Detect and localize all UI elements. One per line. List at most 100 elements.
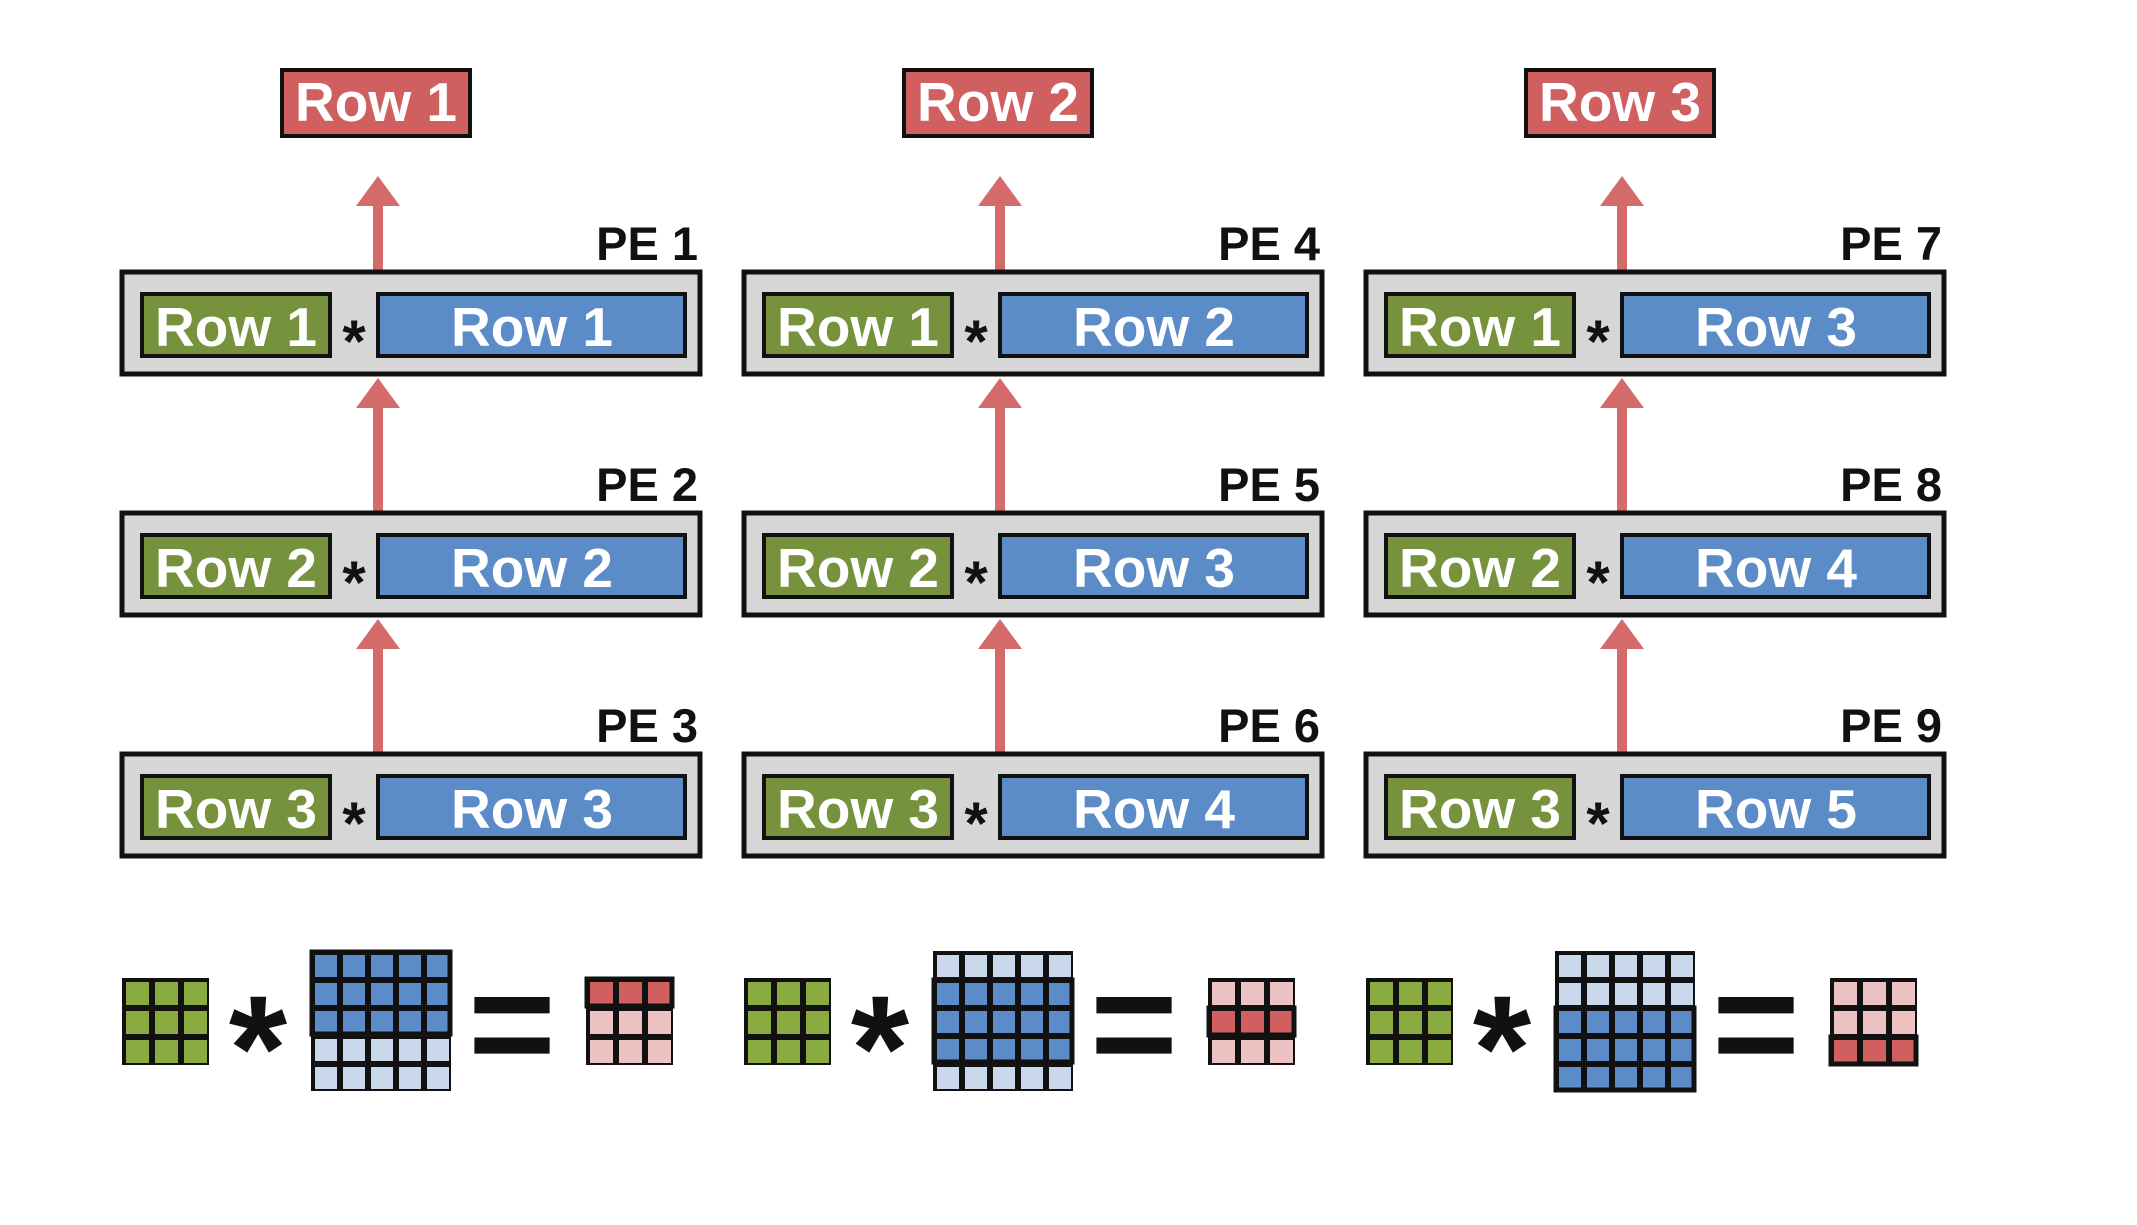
equation-1: *= — [122, 939, 675, 1132]
matrix-cell — [1615, 1011, 1637, 1033]
filter-row-text: Row 3 — [777, 778, 939, 840]
matrix-cell — [993, 1011, 1015, 1033]
output-matrix — [1206, 978, 1297, 1065]
input-row-box — [376, 292, 687, 358]
multiply-symbol: * — [342, 308, 366, 375]
matrix-cell — [937, 1039, 959, 1061]
arrow-shaft — [373, 645, 383, 754]
matrix-cell — [1615, 1067, 1637, 1089]
arrow-pe-6-to-pe-5 — [978, 619, 1022, 754]
matrix-cell — [993, 983, 1015, 1005]
multiply-symbol: * — [342, 790, 366, 857]
arrow-shaft — [1617, 404, 1627, 513]
pe-label: PE 7 — [1840, 217, 1942, 270]
input-row-text: Row 3 — [1073, 537, 1235, 599]
equals-operator: = — [468, 939, 556, 1107]
matrix-cell — [399, 983, 421, 1005]
matrix-cell — [1428, 982, 1451, 1005]
filter-row-box — [140, 774, 332, 840]
input-matrix — [1553, 951, 1697, 1093]
matrix-cell — [1241, 982, 1264, 1005]
matrix-cell — [1559, 955, 1581, 977]
input-row-text: Row 3 — [1695, 296, 1857, 358]
matrix-cell — [1671, 955, 1693, 977]
matrix-cell — [1270, 982, 1293, 1005]
matrix-cell — [777, 982, 800, 1005]
matrix-cell — [1559, 983, 1581, 1005]
filter-row-box — [762, 292, 954, 358]
matrix-cell — [1587, 1067, 1609, 1089]
matrix-cell — [1021, 1067, 1043, 1089]
matrix-cell — [1643, 1011, 1665, 1033]
multiply-operator: * — [1473, 964, 1532, 1132]
arrow-to-output-2 — [978, 176, 1022, 272]
multiply-symbol: * — [342, 549, 366, 616]
arrow-shaft — [995, 645, 1005, 754]
matrix-cell — [619, 1040, 642, 1063]
matrix-cell — [343, 1067, 365, 1089]
matrix-cell — [184, 1011, 207, 1034]
matrix-cell — [1834, 1011, 1857, 1034]
output-row-text: Row 1 — [295, 71, 457, 133]
matrix-cell — [1370, 1040, 1393, 1063]
matrix-cell — [1834, 1040, 1857, 1063]
matrix-cell — [937, 1067, 959, 1089]
output-matrix — [584, 976, 675, 1065]
matrix-cell — [399, 1011, 421, 1033]
input-row-box — [376, 533, 687, 599]
arrow-to-output-1 — [356, 176, 400, 272]
arrow-to-output-3 — [1600, 176, 1644, 272]
arrow-head — [356, 176, 400, 206]
input-row-box — [1620, 533, 1931, 599]
matrix-cell — [399, 1039, 421, 1061]
matrix-cell — [937, 1011, 959, 1033]
matrix-cell — [399, 1067, 421, 1089]
matrix-cell — [590, 1011, 613, 1034]
matrix-cell — [965, 955, 987, 977]
highlight-outline — [1828, 1034, 1919, 1067]
arrows-layer — [356, 176, 1644, 754]
input-row-box — [998, 533, 1309, 599]
matrix-cell — [1049, 1067, 1071, 1089]
arrow-pe-9-to-pe-8 — [1600, 619, 1644, 754]
equals-operator: = — [1090, 939, 1178, 1107]
output-row-box — [280, 68, 472, 138]
matrix-cell — [1049, 1039, 1071, 1061]
matrix-cell — [371, 1011, 393, 1033]
matrix-cell — [1270, 1011, 1293, 1034]
matrix-cell — [1049, 955, 1071, 977]
matrix-cell — [399, 955, 421, 977]
matrix-cell — [965, 983, 987, 1005]
arrow-shaft — [995, 404, 1005, 513]
highlight-outline — [584, 976, 675, 1009]
output-row-text: Row 3 — [1539, 71, 1701, 133]
matrix-cell — [1892, 982, 1915, 1005]
filter-row-text: Row 2 — [1399, 537, 1561, 599]
highlight-outline — [1553, 1005, 1697, 1093]
matrix-cell — [1671, 1039, 1693, 1061]
multiply-symbol: * — [1586, 308, 1610, 375]
matrix-cell — [1834, 982, 1857, 1005]
output-row-label-3: Row 3 — [1524, 68, 1716, 138]
matrix-cell — [1428, 1040, 1451, 1063]
equation-3: *= — [1366, 939, 1919, 1132]
filter-row-box — [762, 533, 954, 599]
matrix-cell — [1643, 1039, 1665, 1061]
arrow-head — [356, 619, 400, 649]
matrix-cell — [315, 955, 337, 977]
matrix-cell — [1863, 1040, 1886, 1063]
matrix-cell — [937, 955, 959, 977]
matrix-cell — [1587, 1039, 1609, 1061]
matrix-cell — [1399, 1011, 1422, 1034]
highlight-outline — [931, 977, 1075, 1065]
matrix-cell — [993, 1067, 1015, 1089]
matrix-cell — [1643, 955, 1665, 977]
matrix-cell — [371, 983, 393, 1005]
matrix-cell — [993, 1039, 1015, 1061]
matrix-cell — [1370, 982, 1393, 1005]
matrix-cell — [1615, 1039, 1637, 1061]
